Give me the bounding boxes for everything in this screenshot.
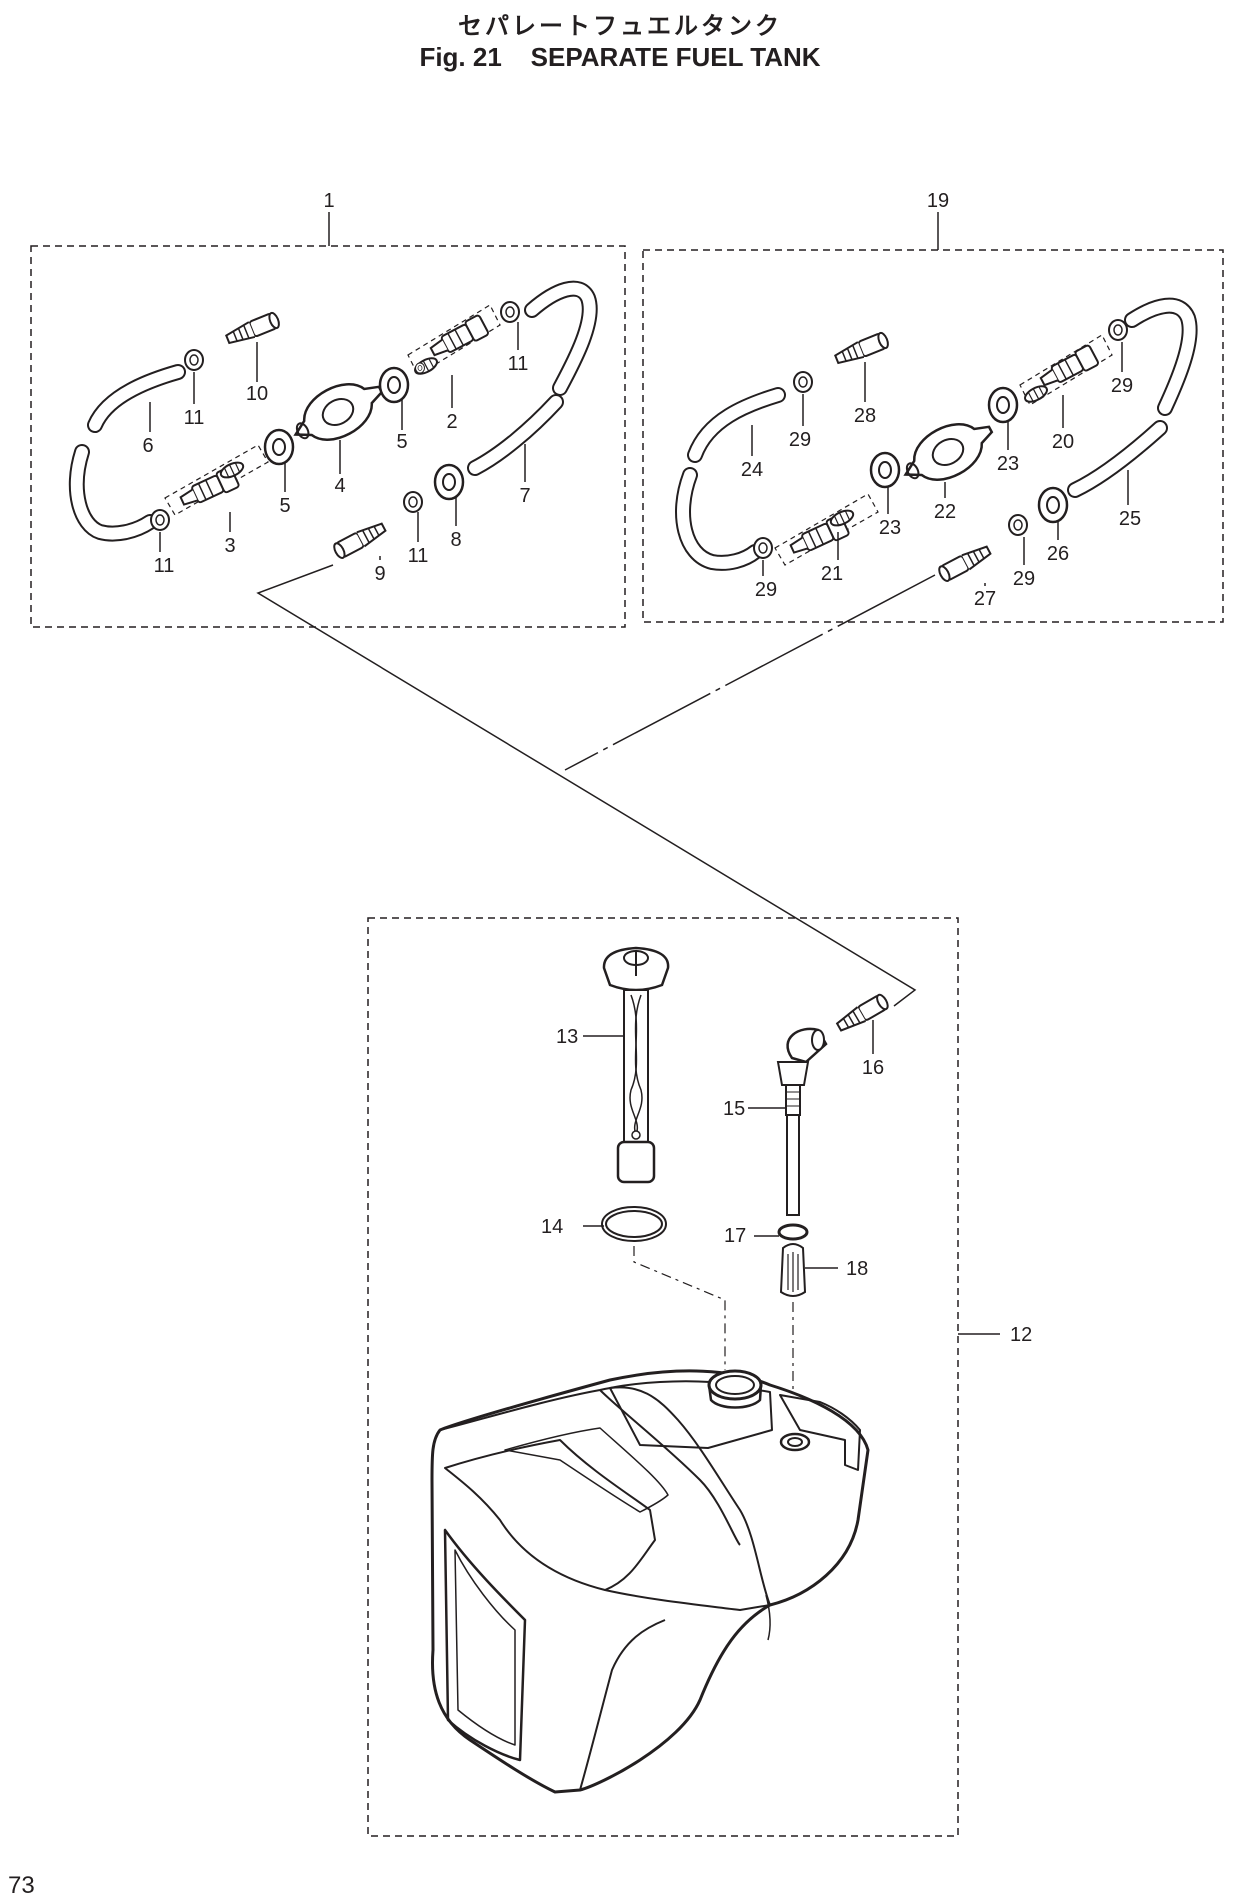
figure-title-japanese: セパレートフュエルタンク (458, 12, 782, 40)
fuel-filter (779, 1243, 807, 1297)
callout-6: 6 (142, 435, 153, 457)
callout-16: 16 (862, 1057, 884, 1079)
callout-labels: 1 2 3 4 5 5 6 7 8 9 10 11 11 11 11 12 13… (142, 190, 1141, 1346)
callout-14: 14 (541, 1216, 563, 1238)
callout-1: 1 (323, 190, 334, 212)
callout-29: 29 (1013, 568, 1035, 590)
callout-26: 26 (1047, 543, 1069, 565)
callout-23: 23 (997, 453, 1019, 475)
callout-11: 11 (184, 407, 205, 429)
page-number: 73 (8, 1872, 35, 1899)
callout-3: 3 (224, 535, 235, 557)
callout-29: 29 (755, 579, 777, 601)
callout-17: 17 (724, 1225, 746, 1247)
callout-4: 4 (334, 475, 345, 497)
callout-25: 25 (1119, 508, 1141, 530)
fuel-gauge (602, 946, 670, 1184)
callout-19: 19 (927, 190, 949, 212)
connector-lines (256, 564, 936, 1007)
callout-9: 9 (374, 563, 385, 585)
callout-29: 29 (789, 429, 811, 451)
callout-10: 10 (246, 383, 268, 405)
hose-assembly-19 (642, 212, 1224, 623)
callout-22: 22 (934, 501, 956, 523)
fuel-pickup (776, 1027, 828, 1216)
callout-13: 13 (556, 1026, 578, 1048)
fuel-tank-assembly-12 (367, 917, 1000, 1837)
callout-23: 23 (879, 517, 901, 539)
callout-21: 21 (821, 563, 843, 585)
fuel-tank (430, 1369, 870, 1794)
callout-2: 2 (446, 411, 457, 433)
figure-title-english: Fig. 21 SEPARATE FUEL TANK (419, 42, 821, 72)
callout-18: 18 (846, 1258, 868, 1280)
callout-20: 20 (1052, 431, 1074, 453)
callout-28: 28 (854, 405, 876, 427)
callout-24: 24 (741, 459, 763, 481)
callout-11: 11 (508, 353, 529, 375)
callout-11: 11 (408, 545, 429, 567)
callout-8: 8 (450, 529, 461, 551)
callout-12: 12 (1010, 1324, 1032, 1346)
callout-27: 27 (974, 588, 996, 610)
callout-5: 5 (279, 495, 290, 517)
callout-5: 5 (396, 431, 407, 453)
callout-7: 7 (519, 485, 530, 507)
callout-15: 15 (723, 1098, 745, 1120)
callout-29: 29 (1111, 375, 1133, 397)
hose-assembly-1 (30, 212, 626, 628)
callout-11: 11 (154, 555, 175, 577)
